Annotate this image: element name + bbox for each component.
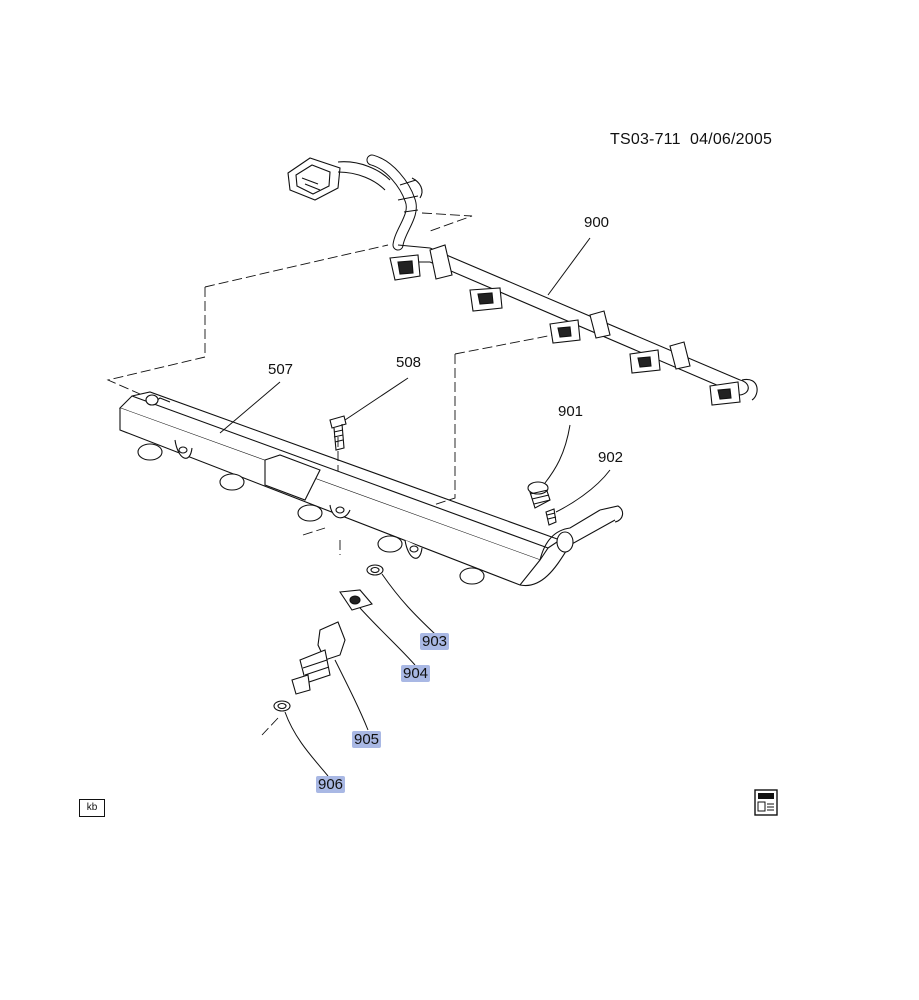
kb-badge: kb — [79, 799, 105, 817]
leader-lines — [219, 237, 611, 777]
callout-903[interactable]: 903 — [420, 633, 450, 650]
callout-906[interactable]: 906 — [316, 776, 346, 793]
callout-902: 902 — [598, 449, 624, 466]
callout-904[interactable]: 904 — [401, 665, 431, 682]
callout-901: 901 — [558, 403, 584, 420]
fuel-rail — [118, 391, 624, 586]
injector-wiring-harness — [287, 154, 758, 406]
injector-retainer — [339, 589, 373, 611]
illustration-stamp: TS03-711 04/06/2005 — [610, 131, 772, 149]
lower-o-ring — [366, 564, 384, 576]
callout-508: 508 — [396, 354, 422, 371]
callout-900: 900 — [584, 214, 610, 231]
fuel-pressure-cap — [527, 481, 551, 509]
harness-connectors — [389, 244, 741, 406]
fuel-injector — [291, 621, 346, 695]
upper-o-ring — [273, 700, 291, 712]
illustration-date: 04/06/2005 — [689, 131, 773, 148]
reference-book-icon — [754, 789, 778, 816]
callout-507: 507 — [268, 361, 294, 378]
rail-injector-sockets — [137, 443, 485, 585]
schrader-valve — [545, 508, 557, 526]
illustration-id: TS03-711 — [610, 131, 681, 148]
callout-905[interactable]: 905 — [352, 731, 382, 748]
bolt — [329, 415, 347, 451]
